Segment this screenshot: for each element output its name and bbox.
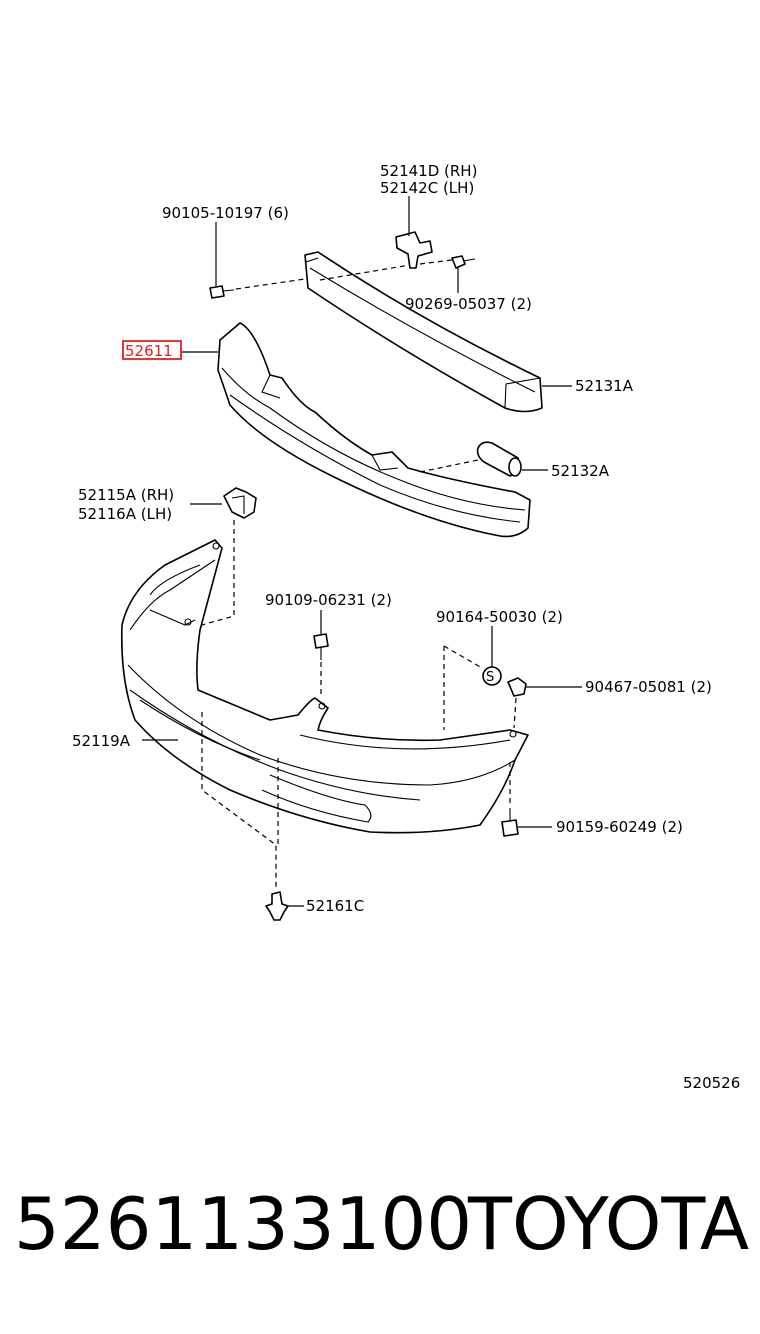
screw-top	[451, 255, 476, 293]
label-bolt-top: 90105-10197 (6)	[162, 204, 289, 222]
label-bumper-cover: 52119A	[72, 732, 131, 750]
label-bracket-rh: 52141D (RH)	[380, 162, 477, 180]
bolt-bottom	[501, 808, 552, 837]
reinforcement-beam	[304, 251, 543, 413]
label-s-nut: 90164-50030 (2)	[436, 608, 563, 626]
bumper-cover	[120, 539, 529, 834]
label-highlighted-part[interactable]: 52611	[125, 342, 173, 360]
label-screw-top: 90269-05037 (2)	[405, 295, 532, 313]
label-bracket-lh: 52142C (LH)	[380, 179, 474, 197]
retainer-part	[223, 487, 257, 519]
clip-nut	[507, 677, 582, 697]
label-bolt-mid: 90109-06231 (2)	[265, 591, 392, 609]
s-mark: S	[486, 670, 494, 685]
label-clip-bottom: 52161C	[306, 897, 364, 915]
spacer-part	[476, 441, 522, 477]
s-nut	[482, 626, 502, 686]
label-nut-side: 90467-05081 (2)	[585, 678, 712, 696]
energy-absorber	[217, 322, 531, 538]
bolt-mid	[313, 610, 329, 660]
bolt-top	[209, 222, 235, 299]
highlight-box	[122, 340, 182, 360]
diagram-code: 520526	[683, 1074, 740, 1092]
label-spacer: 52132A	[551, 462, 610, 480]
footer-part-number: 5261133100	[14, 1182, 473, 1266]
label-retainer-lh: 52116A (LH)	[78, 505, 172, 523]
clip-bottom	[265, 891, 304, 921]
label-reinforcement: 52131A	[575, 377, 634, 395]
label-bolt-bottom: 90159-60249 (2)	[556, 818, 683, 836]
label-retainer-rh: 52115A (RH)	[78, 486, 174, 504]
bracket-part	[395, 196, 433, 269]
footer-brand: TOYOTA	[468, 1182, 750, 1266]
